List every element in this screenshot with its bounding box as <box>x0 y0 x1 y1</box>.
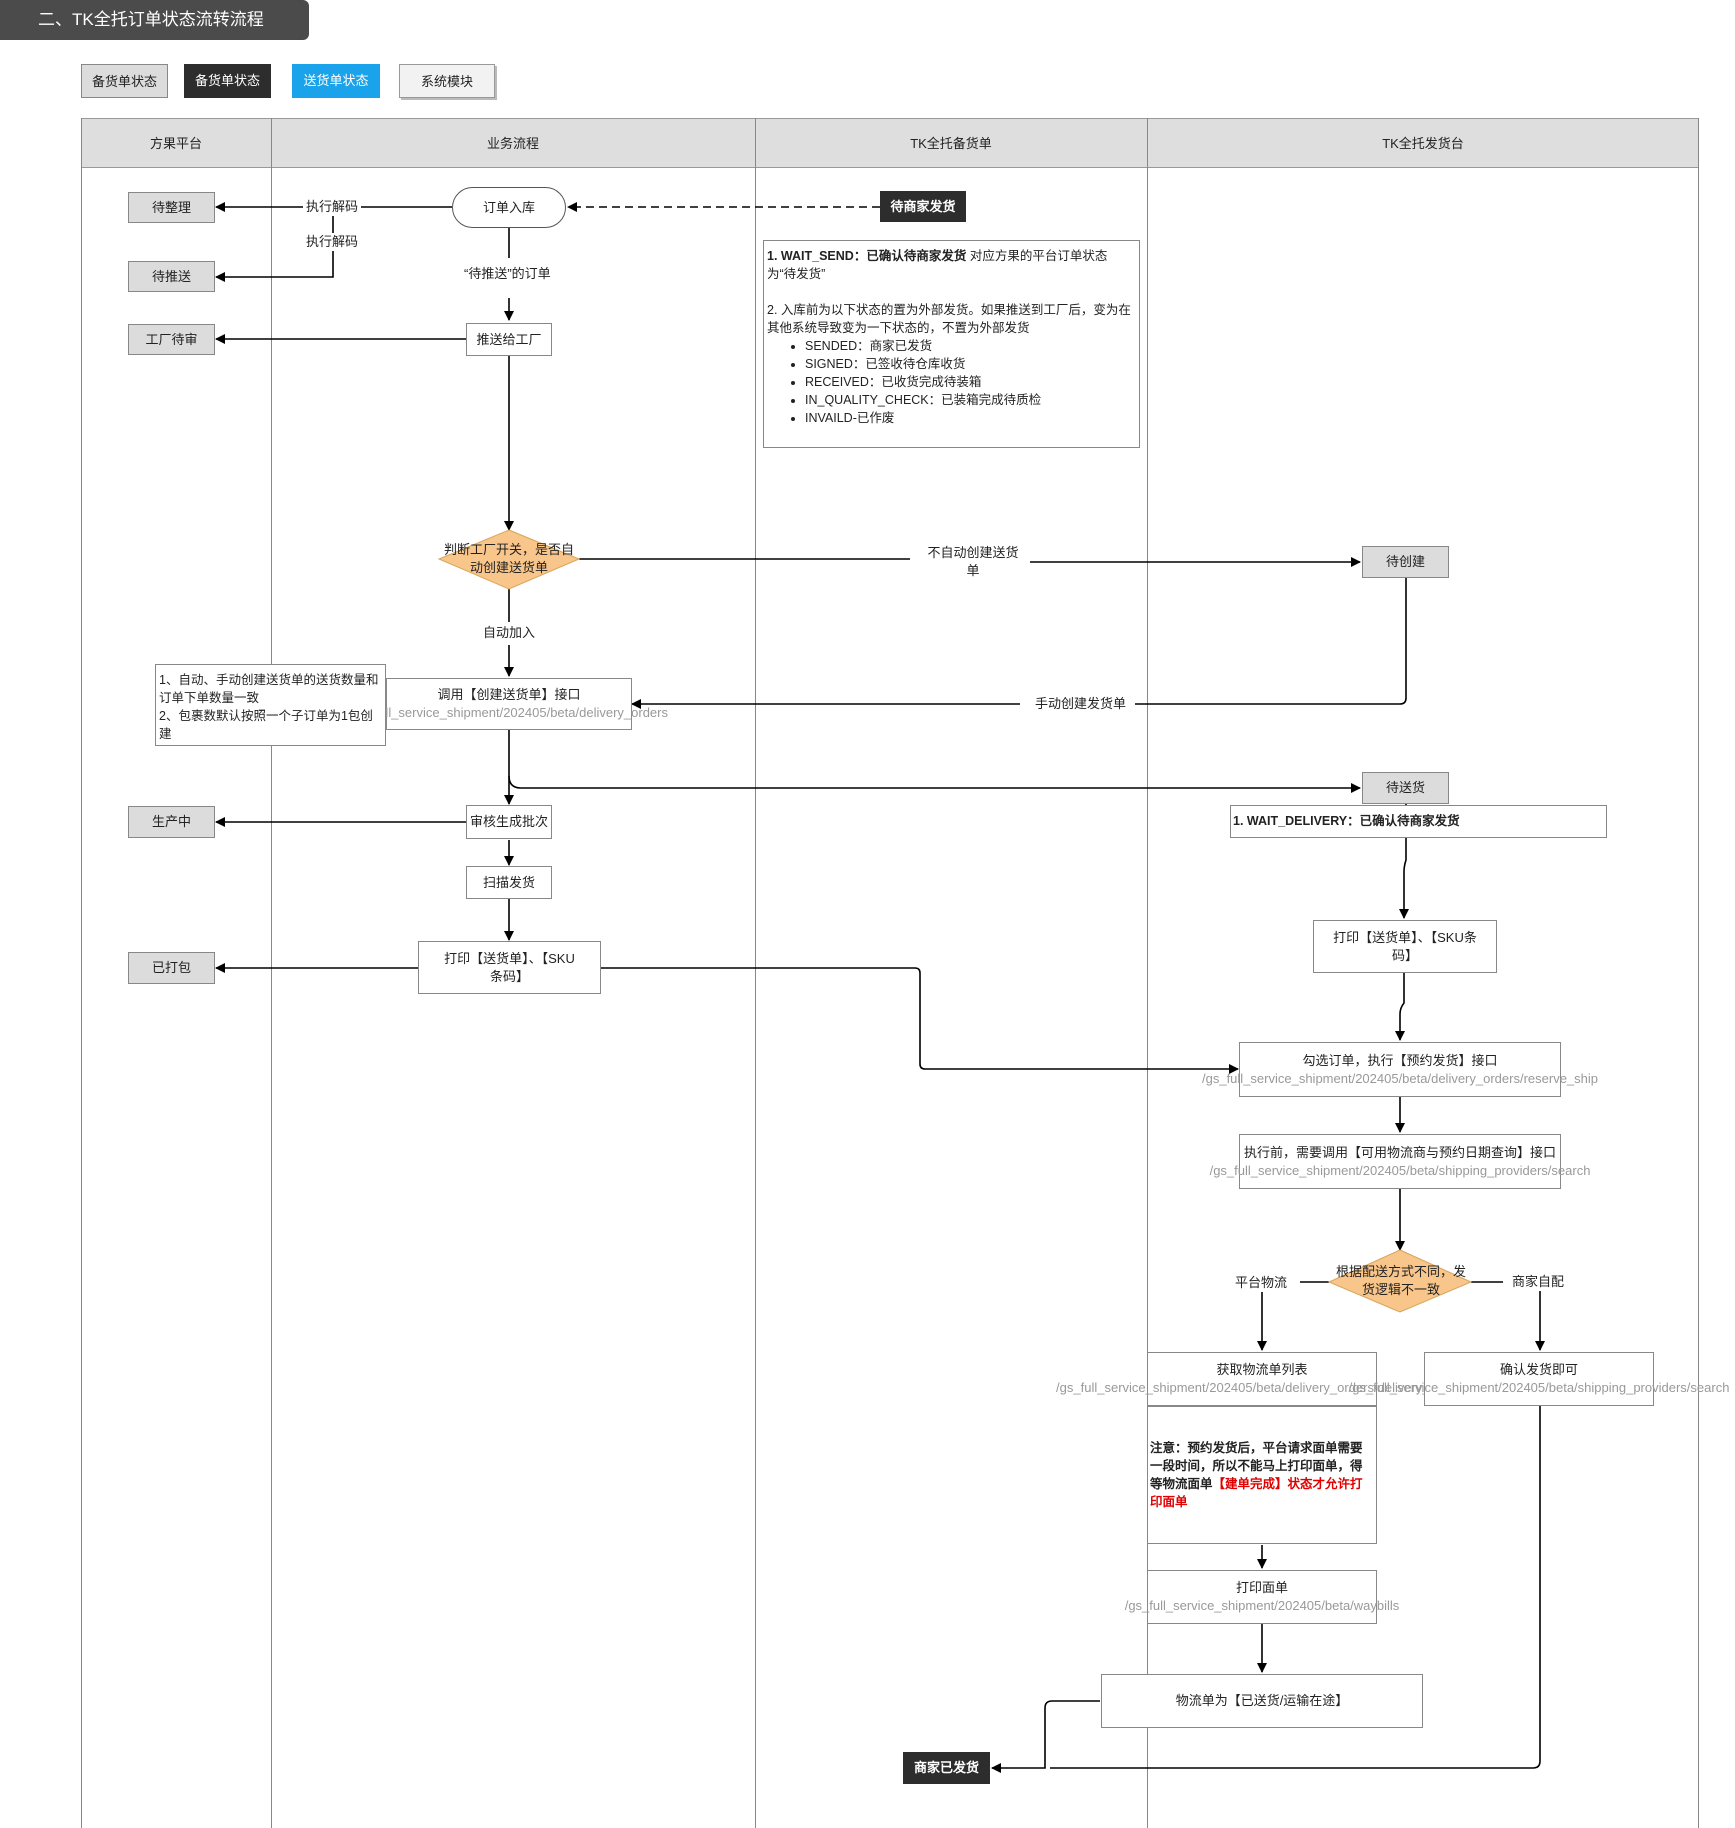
lane-header-tk-delivery-console: TK全托发货台 <box>1147 118 1699 168</box>
node-scan-ship: 扫描发货 <box>466 866 552 899</box>
note-wait-send-code: 1. WAIT_SEND：已确认待商家发货 <box>767 249 967 263</box>
arrow-to-print-right <box>1399 803 1409 919</box>
status-producing: 生产中 <box>128 806 215 838</box>
label-auto-join: 自动加入 <box>480 624 539 642</box>
lane-header-tk-stock-order: TK全托备货单 <box>755 118 1147 168</box>
status-merchant-shipped: 商家已发货 <box>903 1752 990 1784</box>
decision-diamond-factory <box>437 529 581 590</box>
label-merchant-self: 商家自配 <box>1509 1273 1568 1291</box>
providers-title: 执行前，需要调用【可用物流商与预约日期查询】接口 <box>1243 1144 1556 1160</box>
status-to-push: 待推送 <box>128 261 215 292</box>
note-external-state: IN_QUALITY_CHECK：已装箱完成待质检 <box>805 391 1136 409</box>
note-external-state: RECEIVED：已收货完成待装箱 <box>805 373 1136 391</box>
label-exec-decode-2: 执行解码 <box>303 233 362 251</box>
call-create-title: 调用【创建送货单】接口 <box>437 687 581 702</box>
waybill-title: 打印面单 <box>1235 1580 1288 1595</box>
status-packed: 已打包 <box>128 952 215 984</box>
page-title: 二、TK全托订单状态流转流程 <box>0 0 309 40</box>
note-wait-send: 1. WAIT_SEND：已确认待商家发货 对应方果的平台订单状态为“待发货” … <box>763 240 1140 448</box>
label-platform-logistics: 平台物流 <box>1232 1274 1291 1292</box>
legend-delivery-status: 送货单状态 <box>292 64 380 98</box>
note-wait-send-desc: 对应方果的平台订单状态为“待发货” <box>767 249 1108 281</box>
note-qty-rule-1: 1、自动、手动创建送货单的送货数量和订单下单数量一致 <box>159 673 379 705</box>
batch-title: 获取物流单列表 <box>1216 1362 1308 1377</box>
waybill-path: /gs_full_service_shipment/202405/beta/wa… <box>1124 1598 1400 1613</box>
status-to-create: 待创建 <box>1362 546 1449 578</box>
node-batch-api: 获取物流单列表 /gs_full_service_shipment/202405… <box>1056 1352 1468 1406</box>
arrow-print-to-reserve <box>600 967 1239 1074</box>
node-review-batch: 审核生成批次 <box>466 805 552 839</box>
batch-path: /gs_full_service_shipment/202405/beta/de… <box>1056 1380 1468 1395</box>
confirm-title: 确认发货即可 <box>1499 1362 1578 1377</box>
status-to-organize: 待整理 <box>128 192 215 223</box>
confirm-path: /gs_full_service_shipment/202405/beta/sh… <box>1348 1380 1730 1395</box>
note-external-state: SENDED：商家已发货 <box>805 337 1136 355</box>
lane-divider <box>755 118 756 1828</box>
arrow-to-deliver <box>508 775 1361 793</box>
call-create-path: /gs_full_service_shipment/202405/beta/de… <box>350 705 668 720</box>
note-waybill-prefix: 注意：预约发货后，平台请求面单需要一段时间，所以不能马上打印面单，得等物流面单 <box>1150 1441 1363 1491</box>
label-manual-create: 手动创建发货单 <box>1032 695 1130 713</box>
lane-divider <box>271 118 272 1828</box>
line-manual-create <box>1135 578 1407 705</box>
note-external-state: INVAILD-已作废 <box>805 409 1136 427</box>
note-waybill-red: 【建单完成】状态才允许打印面单 <box>1150 1477 1363 1509</box>
node-print-right: 打印【送货单】、【SKU条码】 <box>1313 920 1497 973</box>
reserve-path: /gs_full_service_shipment/202405/beta/de… <box>1202 1070 1599 1086</box>
legend-system-module: 系统模块 <box>399 64 495 98</box>
note-external-intro: 2. 入库前为以下状态的置为外部发货。如果推送到工厂后，变为在其他系统导致变为一… <box>767 303 1131 335</box>
lane-divider <box>81 118 82 1828</box>
status-wait-merchant-ship: 待商家发货 <box>880 191 966 222</box>
note-external-states: SENDED：商家已发货 SIGNED：已签收待仓库收货 RECEIVED：已收… <box>767 337 1136 427</box>
note-waybill: 注意：预约发货后，平台请求面单需要一段时间，所以不能马上打印面单，得等物流面单【… <box>1147 1406 1377 1544</box>
node-confirm-api: 确认发货即可 /gs_full_service_shipment/202405/… <box>1349 1352 1729 1406</box>
label-exec-decode-1: 执行解码 <box>303 198 362 216</box>
legend-stock-status-dark: 备货单状态 <box>184 64 271 98</box>
node-in-transit: 物流单为【已送货/运输在途】 <box>1101 1674 1423 1728</box>
note-wait-delivery: 1. WAIT_DELIVERY：已确认待商家发货 <box>1230 805 1607 838</box>
lane-header-plan-platform: 方果平台 <box>81 118 271 168</box>
arrow-transit-to-shipped <box>991 1700 1100 1773</box>
node-providers-api: 执行前，需要调用【可用物流商与预约日期查询】接口 /gs_full_servic… <box>1210 1134 1590 1189</box>
status-factory-pending: 工厂待审 <box>128 324 215 355</box>
label-to-push-orders: “待推送”的订单 <box>461 265 554 283</box>
lane-divider <box>1698 118 1699 1828</box>
lane-divider <box>1147 118 1148 1828</box>
providers-path: /gs_full_service_shipment/202405/beta/sh… <box>1209 1162 1591 1178</box>
node-push-factory: 推送给工厂 <box>466 323 552 356</box>
decision-factory-text: 判断工厂开关，是否自动创建送货单 <box>443 542 574 575</box>
note-quantity-rules: 1、自动、手动创建送货单的送货数量和订单下单数量一致 2、包裹数默认按照一个子订… <box>155 664 386 746</box>
node-reserve-api: 勾选订单，执行【预约发货】接口 /gs_full_service_shipmen… <box>1202 1042 1598 1097</box>
status-to-deliver: 待送货 <box>1362 772 1449 804</box>
line-confirm-to-shipped <box>1050 1406 1541 1769</box>
arrow-to-reserve <box>1395 973 1405 1041</box>
node-print-left: 打印【送货单】、【SKU条码】 <box>418 941 601 994</box>
decision-ship-text: 根据配送方式不同，发货逻辑不一致 <box>1335 1264 1466 1297</box>
reserve-title: 勾选订单，执行【预约发货】接口 <box>1302 1052 1498 1068</box>
note-qty-rule-2: 2、包裹数默认按照一个子订单为1包创建 <box>159 709 373 741</box>
lane-header-business-flow: 业务流程 <box>271 118 755 168</box>
node-call-create-api: 调用【创建送货单】接口 /gs_full_service_shipment/20… <box>350 678 668 730</box>
label-no-auto-create: 不自动创建送货单 <box>920 544 1026 580</box>
decision-diamond-ship <box>1327 1249 1473 1313</box>
node-order-in: 订单入库 <box>452 187 566 228</box>
legend-stock-status: 备货单状态 <box>81 64 168 98</box>
note-external-state: SIGNED：已签收待仓库收货 <box>805 355 1136 373</box>
node-waybill-api: 打印面单 /gs_full_service_shipment/202405/be… <box>1125 1570 1399 1624</box>
